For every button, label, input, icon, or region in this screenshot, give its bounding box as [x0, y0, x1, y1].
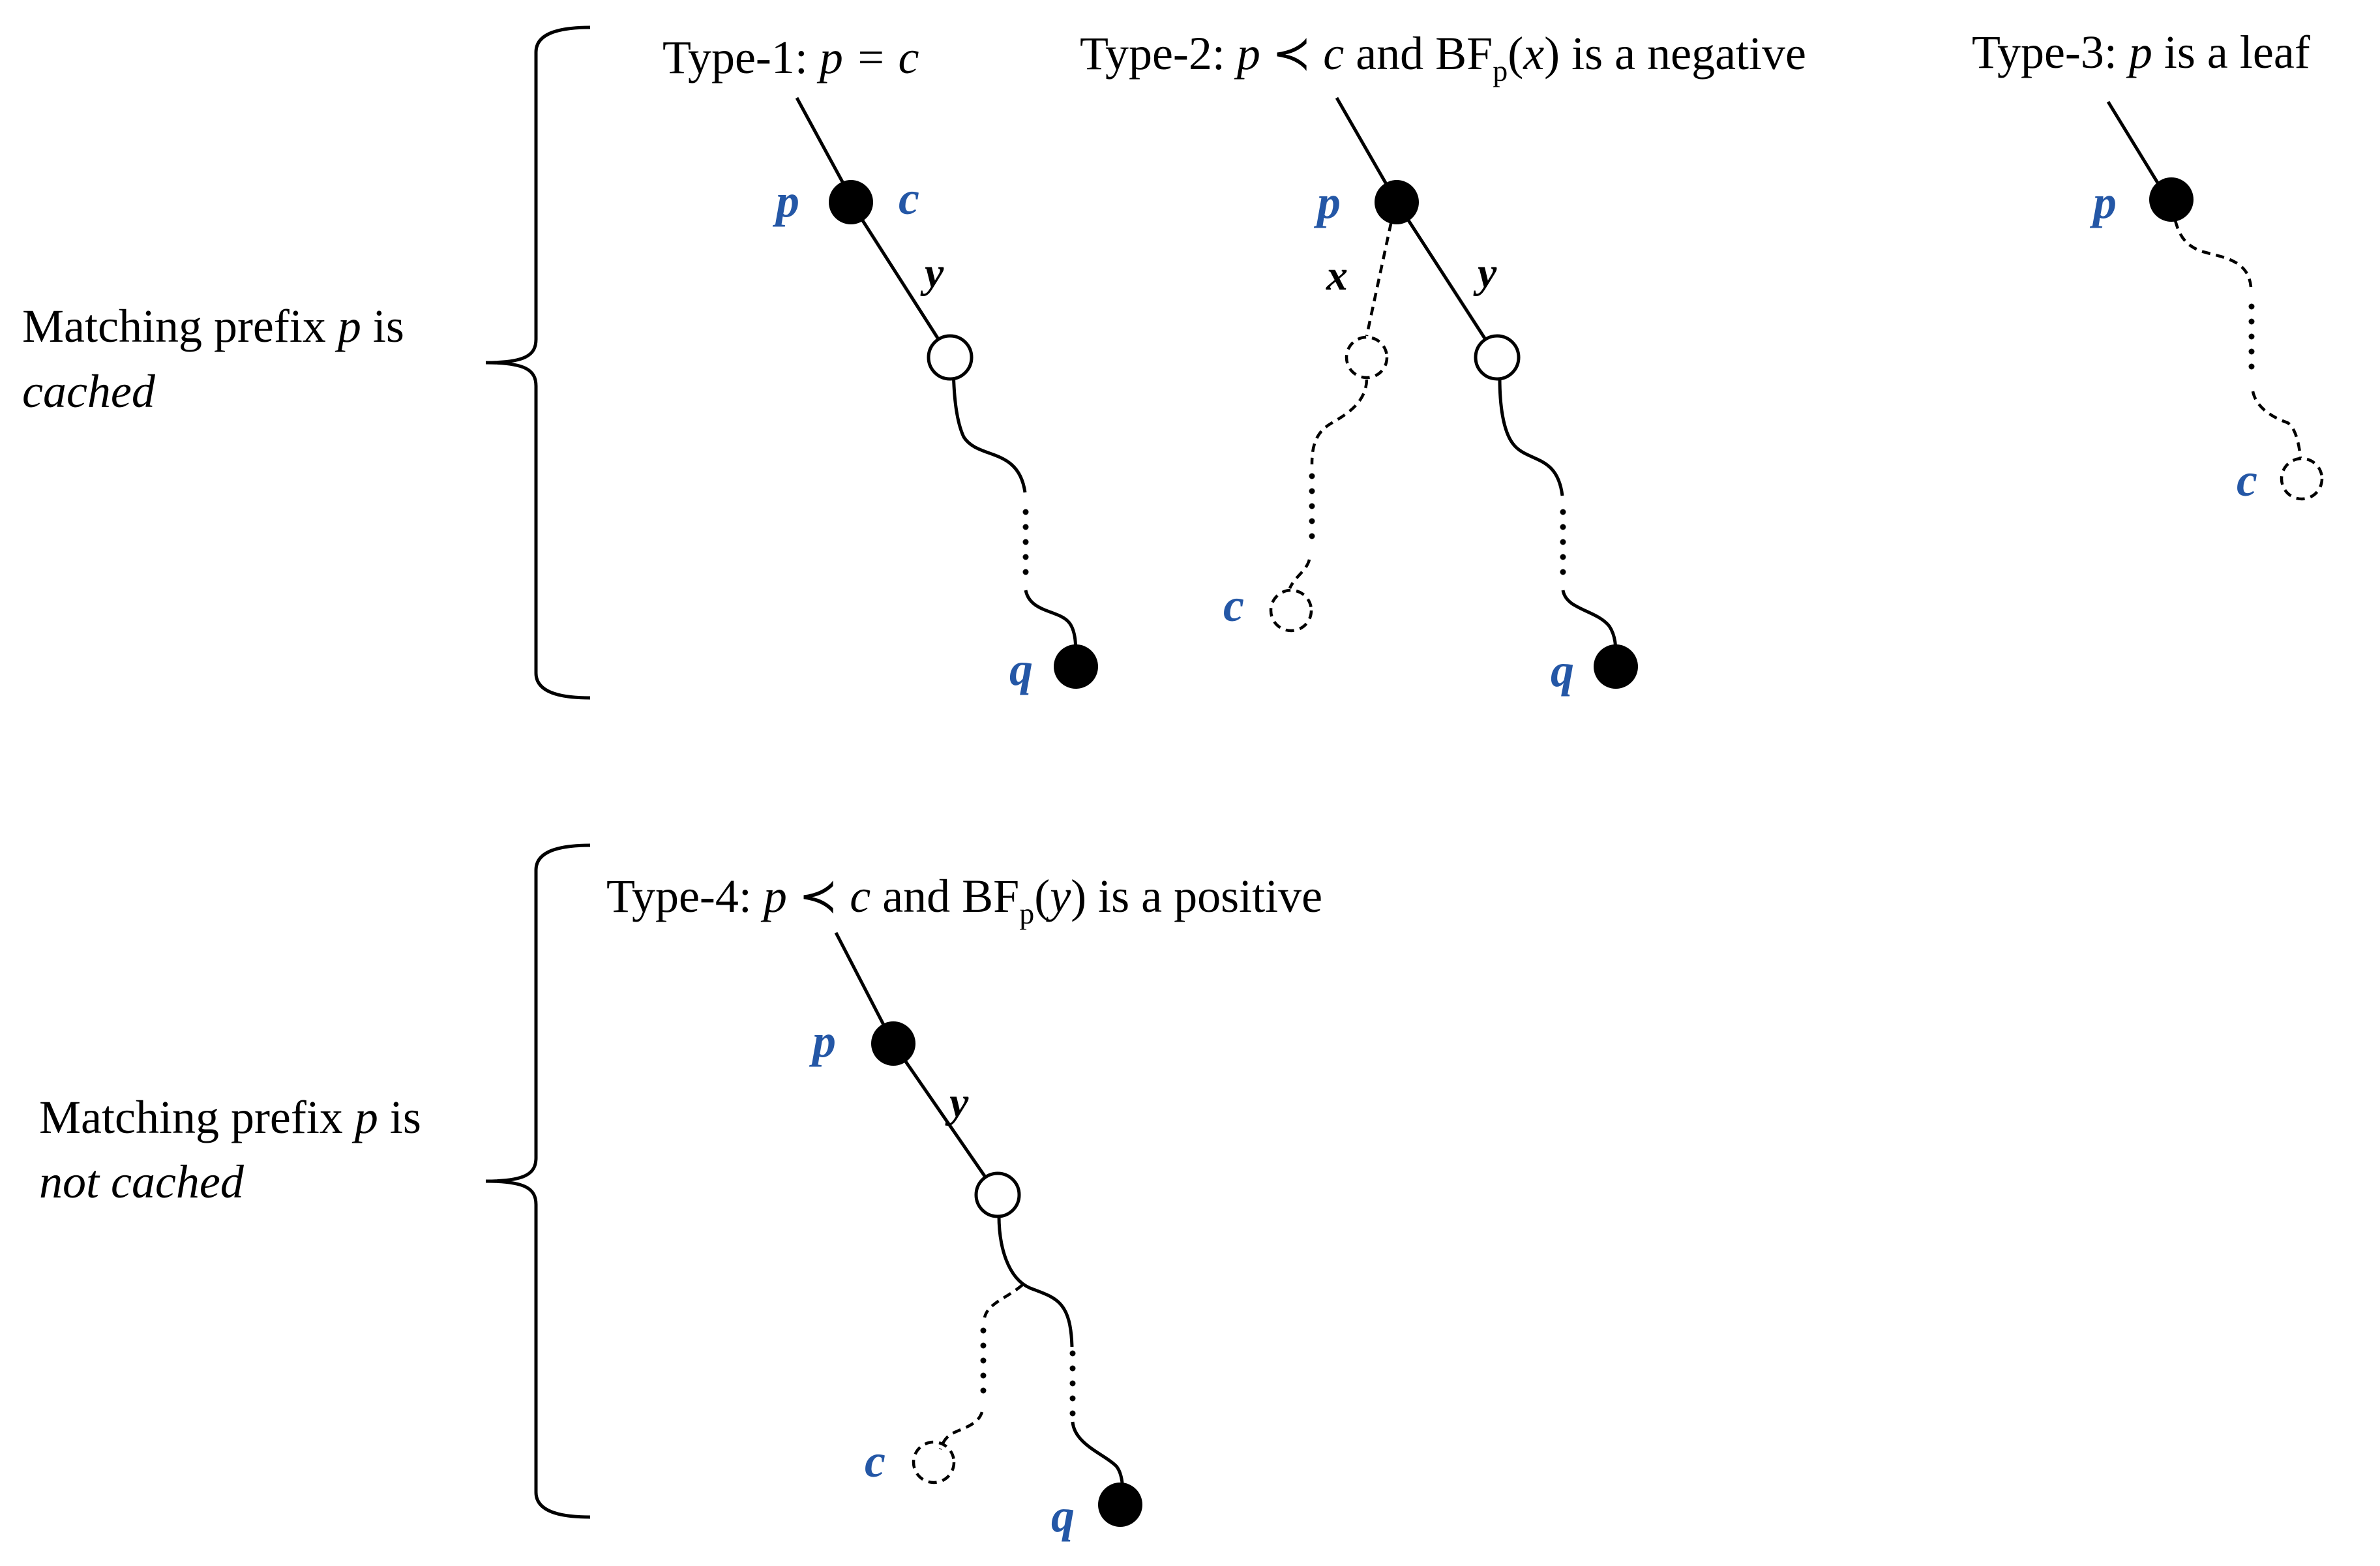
- type-2-c-path-upper: [1310, 379, 1369, 465]
- type-2-label-x: x: [1326, 252, 1348, 299]
- type-2-title: Type-2: p ≺ c and BFp(x) is a negative: [1080, 27, 1806, 87]
- type-4-label-c: c: [865, 1435, 885, 1487]
- type-4-c-path-upper: [983, 1284, 1024, 1318]
- type-2-label-c: c: [1223, 579, 1244, 631]
- type-3-label-p: p: [2089, 176, 2117, 228]
- type-2-node-p: [1375, 180, 1419, 224]
- type-2-x-edge: [1365, 208, 1396, 337]
- type-1-label-y: y: [920, 249, 944, 297]
- group-label-not-cached-line1: Matching prefix p is: [39, 1091, 421, 1143]
- type-1-node-internal: [927, 334, 974, 381]
- type-3-node-c: [2280, 457, 2324, 501]
- type-4-panel: Type-4: p ≺ c and BFp(y) is a positive p…: [606, 870, 1322, 1542]
- type-2-node-internal: [1474, 334, 1521, 381]
- type-2-label-y: y: [1473, 249, 1497, 297]
- group-label-not-cached-line2: not cached: [39, 1156, 245, 1208]
- group-label-cached-line2: cached: [22, 365, 156, 417]
- type-2-node-q: [1594, 644, 1638, 689]
- type-2-q-path-upper: [1498, 378, 1564, 496]
- type-2-c-path-lower: [1288, 559, 1311, 589]
- type-4-node-c: [912, 1440, 956, 1484]
- type-4-node-p: [871, 1021, 915, 1066]
- type-3-panel: Type-3: p is a leaf p c: [1972, 26, 2324, 506]
- type-1-node-p: [829, 180, 873, 224]
- type-1-label-c: c: [899, 172, 919, 224]
- type-4-node-q: [1098, 1483, 1142, 1527]
- type-1-label-q: q: [1009, 643, 1033, 695]
- type-2-label-q: q: [1551, 644, 1574, 697]
- type-1-title: Type-1: p = c: [662, 31, 919, 83]
- type-2-panel: Type-2: p ≺ c and BFp(x) is a negative p…: [1080, 27, 1806, 697]
- type-4-title: Type-4: p ≺ c and BFp(y) is a positive: [606, 870, 1322, 930]
- group-label-cached: Matching prefix p is cached: [22, 300, 404, 417]
- brace-not-cached: [485, 843, 591, 1519]
- type-3-title: Type-3: p is a leaf: [1972, 26, 2310, 78]
- type-1-path-upper: [951, 358, 1027, 493]
- type-4-label-y: y: [945, 1079, 969, 1126]
- type-1-node-q: [1054, 644, 1098, 689]
- type-2-node-x-child: [1345, 335, 1389, 380]
- type-4-c-path-lower: [938, 1411, 984, 1450]
- type-4-node-internal: [974, 1171, 1021, 1218]
- type-2-y-edge: [1395, 201, 1499, 359]
- type-1-y-edge: [849, 201, 952, 359]
- type-3-node-p: [2149, 177, 2194, 222]
- type-3-c-path-upper: [2173, 220, 2253, 288]
- type-3-label-c: c: [2237, 454, 2257, 506]
- type-4-q-path-upper: [997, 1215, 1074, 1348]
- group-label-not-cached: Matching prefix p is not cached: [39, 1091, 421, 1208]
- type-1-label-p: p: [772, 175, 799, 227]
- type-4-y-edge: [891, 1042, 1000, 1196]
- brace-cached: [485, 25, 591, 700]
- type-2-label-p: p: [1313, 176, 1341, 228]
- type-2-node-c: [1269, 588, 1313, 633]
- type-3-c-path-lower: [2251, 391, 2302, 459]
- group-label-cached-line1: Matching prefix p is: [22, 300, 404, 352]
- type-1-panel: Type-1: p = c p c y q: [662, 31, 1098, 695]
- type-4-label-q: q: [1051, 1490, 1075, 1542]
- type-4-label-p: p: [809, 1015, 836, 1067]
